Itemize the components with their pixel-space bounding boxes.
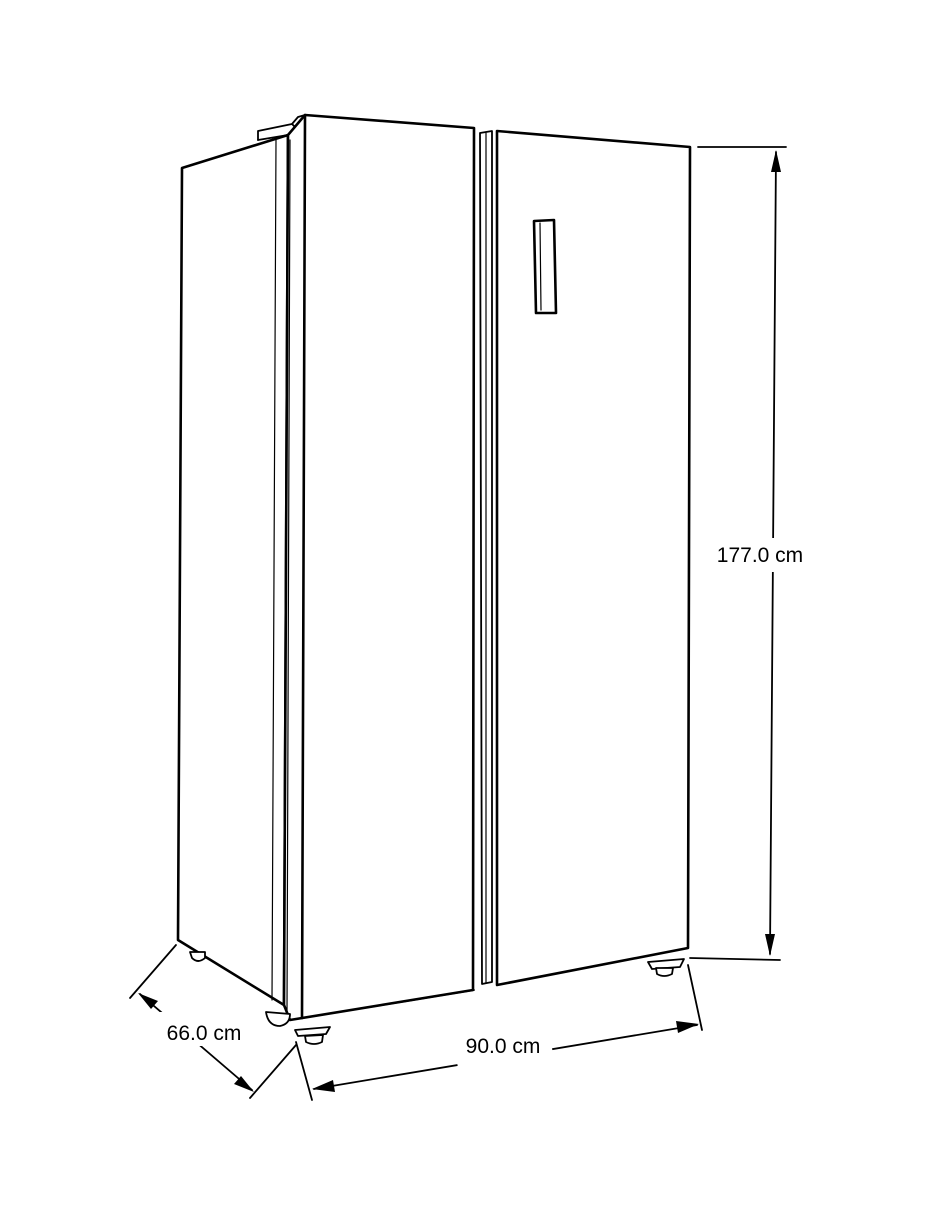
height-dimension: 177.0 cm [689,146,815,961]
right-door [495,129,692,987]
width-dimension: 90.0 cm [295,964,703,1101]
door-gap [479,130,493,985]
depth-dimension: 66.0 cm [129,944,297,1099]
depth-label: 66.0 cm [167,1022,242,1045]
left-door [282,113,476,1022]
height-label: 177.0 cm [717,544,803,567]
cabinet-side-panel [176,133,290,1007]
width-label: 90.0 cm [466,1035,541,1058]
door-handle [532,218,558,315]
feet [189,951,685,1045]
